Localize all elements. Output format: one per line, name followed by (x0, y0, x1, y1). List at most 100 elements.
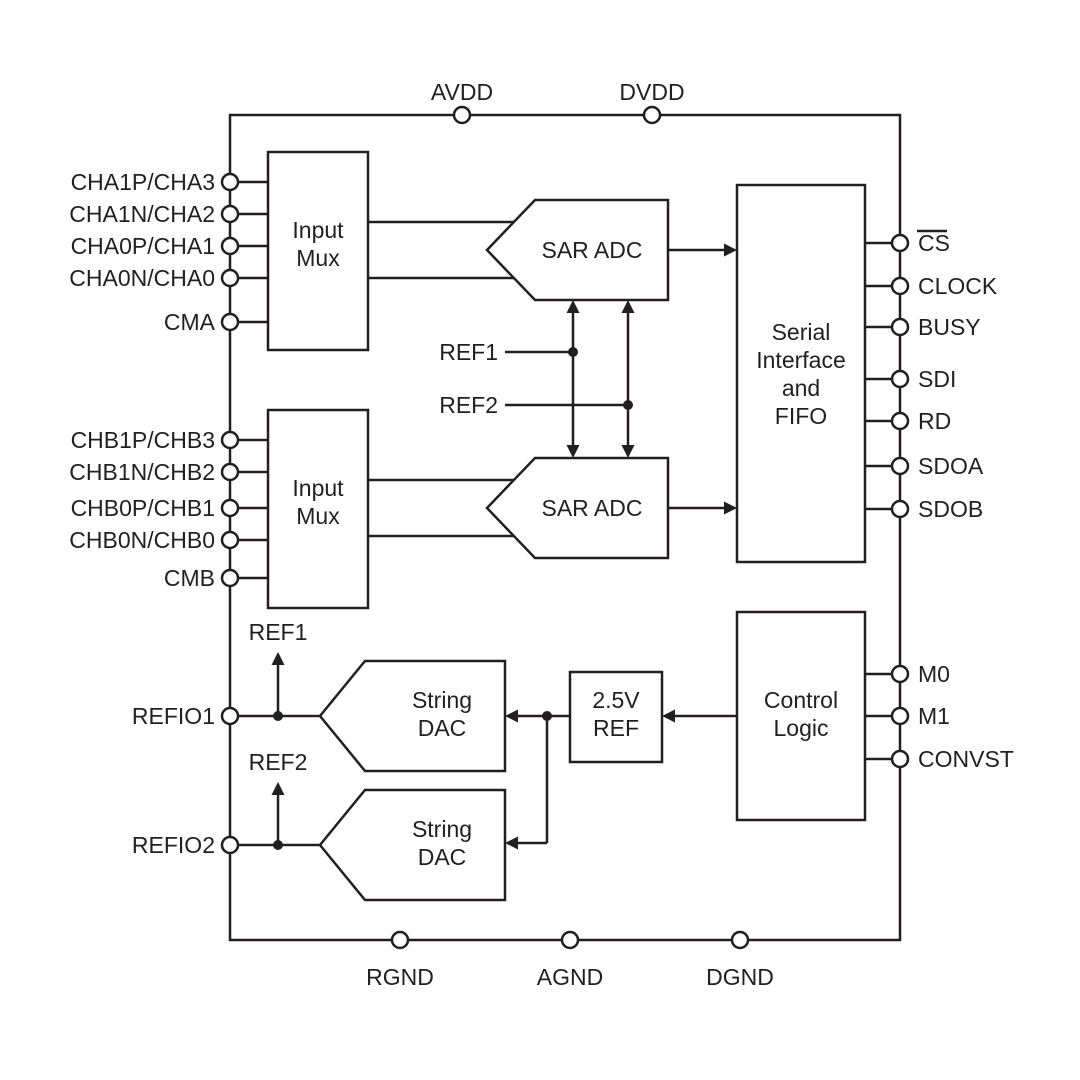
pin-label-cha0n-cha0: CHA0N/CHA0 (69, 265, 215, 291)
pin-busy (890, 317, 910, 337)
control-logic-label-line1: Control (764, 687, 838, 713)
pin-refio2 (220, 835, 240, 855)
sar-adc-b-block (485, 456, 670, 560)
pin-cma (220, 312, 240, 332)
serial-interface-label-line1: Serial (772, 319, 831, 345)
arrow-ref2-up-icon (621, 300, 635, 313)
pin-cha0n-cha0 (220, 268, 240, 288)
arrow-ref1-up-icon (566, 300, 580, 313)
pin-sdob (890, 499, 910, 519)
pin-label-dgnd: DGND (706, 964, 774, 990)
pin-label-cha1p-cha3: CHA1P/CHA3 (71, 169, 215, 195)
junction-ref1 (568, 347, 578, 357)
pin-label-refio2: REFIO2 (132, 832, 215, 858)
pin-label-chb0p-chb1: CHB0P/CHB1 (71, 495, 215, 521)
pin-cha1p-cha3 (220, 172, 240, 192)
pin-label-chb1p-chb3: CHB1P/CHB3 (71, 427, 215, 453)
pin-label-m0: M0 (918, 661, 950, 687)
pin-sdoa (890, 456, 910, 476)
pin-cha1n-cha2 (220, 204, 240, 224)
pin-cha0p-cha1 (220, 236, 240, 256)
net-label-ref2-dac: REF2 (249, 749, 308, 775)
sar-adc-a-block (485, 198, 670, 302)
input-mux-b-label-line2: Mux (296, 503, 340, 529)
arrow-vref-daca-icon (505, 709, 518, 723)
net-label-ref1-adc: REF1 (439, 339, 498, 365)
serial-interface-block (735, 183, 867, 564)
pin-m1 (890, 706, 910, 726)
input-mux-b-label-line1: Input (292, 475, 344, 501)
pin-label-refio1: REFIO1 (132, 703, 215, 729)
pin-refio1 (220, 706, 240, 726)
pin-chb0n-chb0 (220, 530, 240, 550)
string-dac-b-block (318, 788, 507, 902)
pin-label-m1: M1 (918, 703, 950, 729)
pin-label-rgnd: RGND (366, 964, 434, 990)
vref-label-line1: 2.5V (592, 687, 640, 713)
pin-convst (890, 749, 910, 769)
pin-dgnd (730, 930, 750, 950)
junction-ref2 (623, 400, 633, 410)
pin-label-rd: RD (918, 408, 951, 434)
string-dac-a-block (318, 659, 507, 773)
string-dac-a-label-line2: DAC (418, 715, 467, 741)
pin-sdi (890, 369, 910, 389)
arrow-ref1-refio-icon (271, 652, 285, 665)
pin-label-cs: CS (918, 230, 950, 256)
string-dac-b-label-line2: DAC (418, 844, 467, 870)
pin-label-cha0p-cha1: CHA0P/CHA1 (71, 233, 215, 259)
vref-label-line2: REF (593, 715, 639, 741)
pin-agnd (560, 930, 580, 950)
pin-rd (890, 411, 910, 431)
pin-label-sdoa: SDOA (918, 453, 984, 479)
pin-rgnd (390, 930, 410, 950)
junction-vref (542, 711, 552, 721)
pin-label-cha1n-cha2: CHA1N/CHA2 (69, 201, 215, 227)
pin-cmb (220, 568, 240, 588)
string-dac-b-label-line1: String (412, 816, 472, 842)
junction-refio1 (273, 711, 283, 721)
pin-chb1p-chb3 (220, 430, 240, 450)
control-logic-block (735, 610, 867, 822)
pin-label-chb0n-chb0: CHB0N/CHB0 (69, 527, 215, 553)
pin-label-cmb: CMB (164, 565, 215, 591)
vref-block (568, 670, 664, 764)
net-label-ref2-adc: REF2 (439, 392, 498, 418)
pin-chb0p-chb1 (220, 498, 240, 518)
serial-interface-label-line3: and (782, 375, 820, 401)
arrow-ref2-down-icon (621, 445, 635, 458)
pin-avdd (452, 105, 472, 125)
pin-label-convst: CONVST (918, 746, 1014, 772)
input-mux-a-label-line1: Input (292, 217, 344, 243)
junction-refio2 (273, 840, 283, 850)
arrow-adcb-serial-icon (724, 501, 737, 515)
pin-m0 (890, 664, 910, 684)
pin-label-chb1n-chb2: CHB1N/CHB2 (69, 459, 215, 485)
control-logic-label-line2: Logic (774, 715, 829, 741)
pin-cs (890, 233, 910, 253)
serial-interface-label-line2: Interface (756, 347, 846, 373)
pin-label-busy: BUSY (918, 314, 981, 340)
pin-label-dvdd: DVDD (619, 79, 684, 105)
input-mux-a-block (266, 150, 370, 352)
input-mux-a-label-line2: Mux (296, 245, 340, 271)
arrow-adca-serial-icon (724, 243, 737, 257)
arrow-ref1-down-icon (566, 445, 580, 458)
pin-label-sdob: SDOB (918, 496, 983, 522)
pin-dvdd (642, 105, 662, 125)
input-mux-b-block (266, 408, 370, 610)
pin-label-agnd: AGND (537, 964, 603, 990)
pin-label-cma: CMA (164, 309, 216, 335)
arrow-ref2-refio-icon (271, 782, 285, 795)
pin-label-avdd: AVDD (431, 79, 493, 105)
serial-interface-label-line4: FIFO (775, 403, 827, 429)
pin-label-clock: CLOCK (918, 273, 998, 299)
net-label-ref1-dac: REF1 (249, 619, 308, 645)
sar-adc-b-label: SAR ADC (542, 495, 643, 521)
pin-chb1n-chb2 (220, 462, 240, 482)
string-dac-a-label-line1: String (412, 687, 472, 713)
arrow-vref-dacb-icon (505, 836, 518, 850)
arrow-control-vref-icon (662, 709, 675, 723)
